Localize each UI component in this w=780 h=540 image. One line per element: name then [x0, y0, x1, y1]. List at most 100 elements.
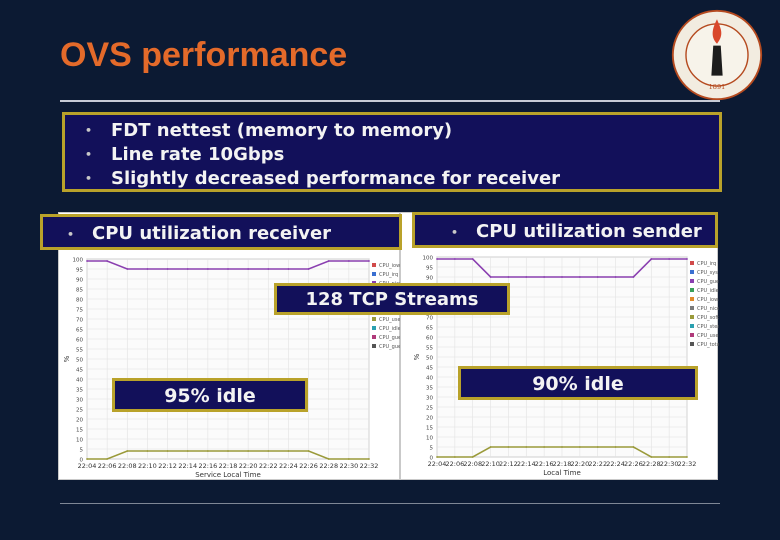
- legend-swatch: [690, 288, 694, 292]
- data-point: [206, 450, 209, 452]
- data-point: [453, 456, 456, 458]
- x-tick-label: 22:16: [198, 462, 217, 470]
- data-point: [287, 268, 290, 270]
- sender-cpu-chart: 0510152025303540455055606570758085909510…: [400, 212, 719, 480]
- slide-title: OVS performance: [60, 36, 348, 74]
- footer-divider: [60, 503, 720, 504]
- svg-text:1891: 1891: [709, 83, 726, 91]
- legend-entry: CPU_iowait: [697, 297, 719, 303]
- x-tick-label: 22:28: [642, 460, 661, 468]
- legend-swatch: [372, 272, 376, 276]
- summary-box: FDT nettest (memory to memory) Line rate…: [62, 112, 722, 192]
- bullet-item: Line rate 10Gbps: [85, 143, 719, 167]
- y-tick-label: 0: [80, 458, 84, 464]
- data-point: [327, 458, 330, 460]
- legend-swatch: [372, 263, 376, 267]
- x-tick-label: 22:22: [588, 460, 607, 468]
- data-point: [668, 456, 671, 458]
- receiver-label: CPU utilization receiver: [92, 223, 332, 244]
- y-tick-label: 40: [426, 376, 433, 382]
- data-point: [436, 456, 438, 458]
- data-point: [327, 260, 330, 262]
- x-axis-label: Service Local Time: [195, 471, 261, 479]
- y-tick-label: 20: [76, 418, 83, 424]
- x-tick-label: 22:30: [339, 462, 358, 470]
- data-point: [307, 450, 310, 452]
- data-point: [106, 458, 109, 460]
- data-point: [436, 258, 438, 260]
- data-point: [86, 458, 88, 460]
- data-point: [489, 446, 492, 448]
- data-point: [287, 450, 290, 452]
- y-tick-label: 50: [426, 356, 433, 362]
- data-point: [561, 446, 563, 448]
- legend-entry: CPU_guest_nice: [379, 344, 401, 350]
- data-point: [614, 276, 617, 278]
- y-tick-label: 55: [426, 346, 433, 352]
- data-point: [525, 276, 528, 278]
- legend-entry: CPU_guest: [379, 335, 401, 341]
- data-point: [267, 450, 270, 452]
- data-point: [227, 450, 229, 452]
- y-tick-label: 70: [426, 316, 433, 322]
- data-point: [186, 450, 189, 452]
- y-tick-label: 15: [426, 426, 433, 432]
- y-tick-label: 100: [423, 256, 434, 262]
- y-tick-label: 100: [73, 258, 84, 264]
- legend-swatch: [372, 344, 376, 348]
- legend-entry: CPU_total: [697, 342, 719, 348]
- y-tick-label: 45: [76, 368, 83, 374]
- bullet-dot: •: [451, 225, 459, 239]
- sender-label-box: •CPU utilization sender: [412, 212, 718, 248]
- data-point: [146, 268, 149, 270]
- y-tick-label: 60: [426, 336, 433, 342]
- x-tick-label: 22:10: [481, 460, 500, 468]
- legend-entry: CPU_nice: [697, 306, 719, 312]
- y-axis-label: %: [63, 355, 71, 362]
- legend-swatch: [690, 270, 694, 274]
- x-tick-label: 22:08: [463, 460, 482, 468]
- data-point: [186, 268, 189, 270]
- x-tick-label: 22:28: [319, 462, 338, 470]
- receiver-label-box: •CPU utilization receiver: [40, 214, 402, 250]
- data-point: [106, 260, 109, 262]
- x-tick-label: 22:14: [517, 460, 536, 468]
- data-point: [166, 268, 169, 270]
- x-tick-label: 22:08: [118, 462, 137, 470]
- data-point: [543, 446, 546, 448]
- y-tick-label: 35: [76, 388, 83, 394]
- data-point: [596, 446, 599, 448]
- x-tick-label: 22:18: [553, 460, 572, 468]
- y-tick-label: 35: [426, 386, 433, 392]
- legend-entry: CPU_iowait: [379, 263, 401, 269]
- data-point: [206, 268, 209, 270]
- data-point: [347, 458, 350, 460]
- y-tick-label: 90: [76, 278, 83, 284]
- y-tick-label: 5: [80, 448, 84, 454]
- legend-swatch: [690, 261, 694, 265]
- y-tick-label: 50: [76, 358, 83, 364]
- data-point: [86, 260, 88, 262]
- legend-entry: CPU_idle: [379, 326, 401, 332]
- y-axis-label: %: [413, 353, 421, 360]
- caltech-seal-icon: 1891: [671, 9, 763, 101]
- x-tick-label: 22:20: [570, 460, 589, 468]
- legend-swatch: [690, 297, 694, 301]
- legend-entry: CPU_irq: [697, 261, 716, 267]
- y-tick-label: 70: [76, 318, 83, 324]
- data-point: [632, 276, 635, 278]
- x-tick-label: 22:04: [428, 460, 447, 468]
- data-point: [471, 456, 474, 458]
- y-tick-label: 0: [430, 456, 434, 462]
- data-point: [453, 258, 456, 260]
- y-tick-label: 55: [76, 348, 83, 354]
- x-tick-label: 22:14: [178, 462, 197, 470]
- y-tick-label: 40: [76, 378, 83, 384]
- y-tick-label: 65: [426, 326, 433, 332]
- y-tick-label: 15: [76, 428, 83, 434]
- data-point: [614, 446, 617, 448]
- legend-entry: CPU_softirq: [697, 315, 719, 321]
- legend-swatch: [690, 279, 694, 283]
- data-point: [507, 276, 510, 278]
